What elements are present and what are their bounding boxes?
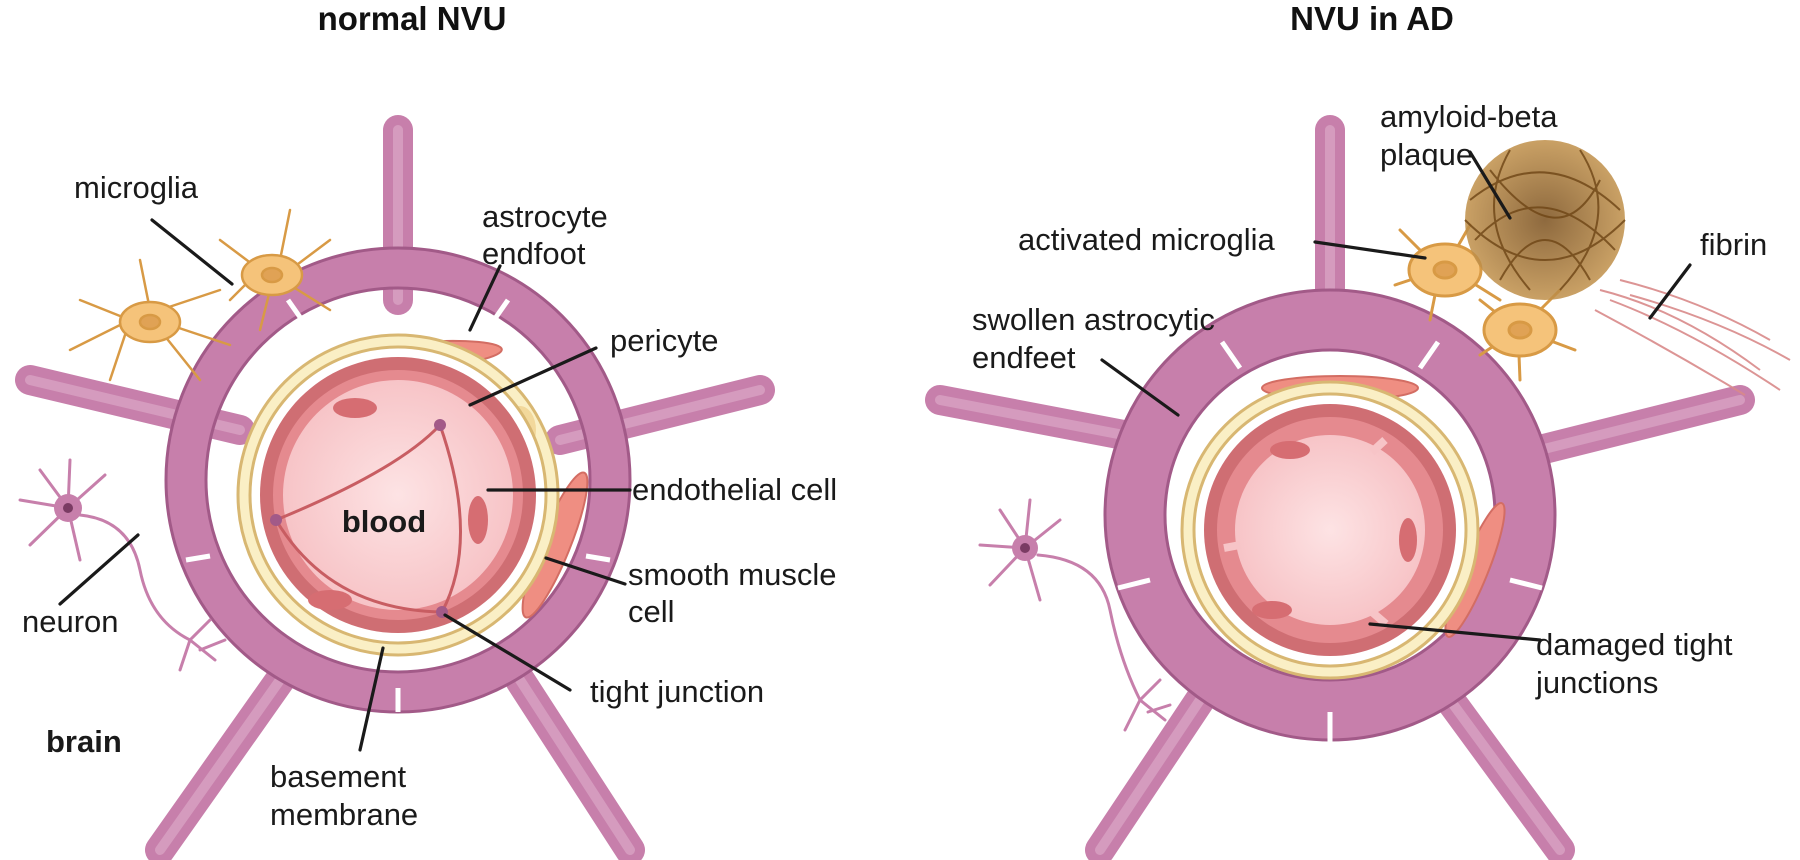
fibrin-strands: [1594, 279, 1791, 396]
smooth-muscle-label-line2: cell: [628, 594, 675, 629]
damaged-tight-junctions-label-line1: damaged tight: [1536, 627, 1733, 662]
astrocyte-endfoot-label-line1: astrocyte: [482, 199, 608, 234]
blood-label: blood: [342, 504, 426, 539]
activated-microglia-label: activated microglia: [1018, 222, 1275, 257]
tight-junction-label: tight junction: [590, 674, 764, 709]
normal-leader-lines: [58, 218, 632, 752]
ad-vessel-lumen: [1235, 435, 1425, 625]
swollen-endfeet-label-line2: endfeet: [972, 340, 1076, 375]
swollen-endfeet-label-line1: swollen astrocytic: [972, 302, 1215, 337]
basement-membrane-label-line2: membrane: [270, 797, 418, 832]
smooth-muscle-label-line1: smooth muscle: [628, 557, 836, 592]
microglia-label: microglia: [74, 170, 199, 205]
normal-nvu-panel: normal NVU microglia astrocyte endfoot p…: [15, 0, 837, 860]
ad-nvu-panel: NVU in AD amyloid-beta plaque activated …: [925, 0, 1791, 860]
ad-neuron-cell: [978, 498, 1172, 732]
pericyte-label: pericyte: [610, 323, 719, 358]
basement-membrane-label-line1: basement: [270, 759, 407, 794]
neuron-label: neuron: [22, 604, 119, 639]
activated-microglia-cell: [1393, 223, 1577, 382]
microglia-cell: [68, 208, 332, 382]
swollen-endfeet-ring: [1105, 290, 1555, 740]
amyloid-label-line1: amyloid-beta: [1380, 99, 1558, 134]
ad-nvu-title: NVU in AD: [1290, 0, 1454, 37]
damaged-tight-junctions-label-line2: junctions: [1535, 665, 1658, 700]
ad-leader-lines: [1100, 150, 1692, 642]
neuron-cell: [18, 458, 227, 672]
amyloid-label-line2: plaque: [1380, 137, 1473, 172]
normal-nvu-title: normal NVU: [318, 0, 507, 37]
endothelial-cell-label: endothelial cell: [632, 472, 837, 507]
tight-junction-marker: [434, 419, 446, 431]
brain-label: brain: [46, 724, 122, 759]
fibrin-label: fibrin: [1700, 227, 1767, 262]
vessel-lumen: [283, 380, 513, 610]
astrocyte-endfoot-label-line2: endfoot: [482, 236, 586, 271]
amyloid-beta-plaque: [1464, 140, 1626, 300]
